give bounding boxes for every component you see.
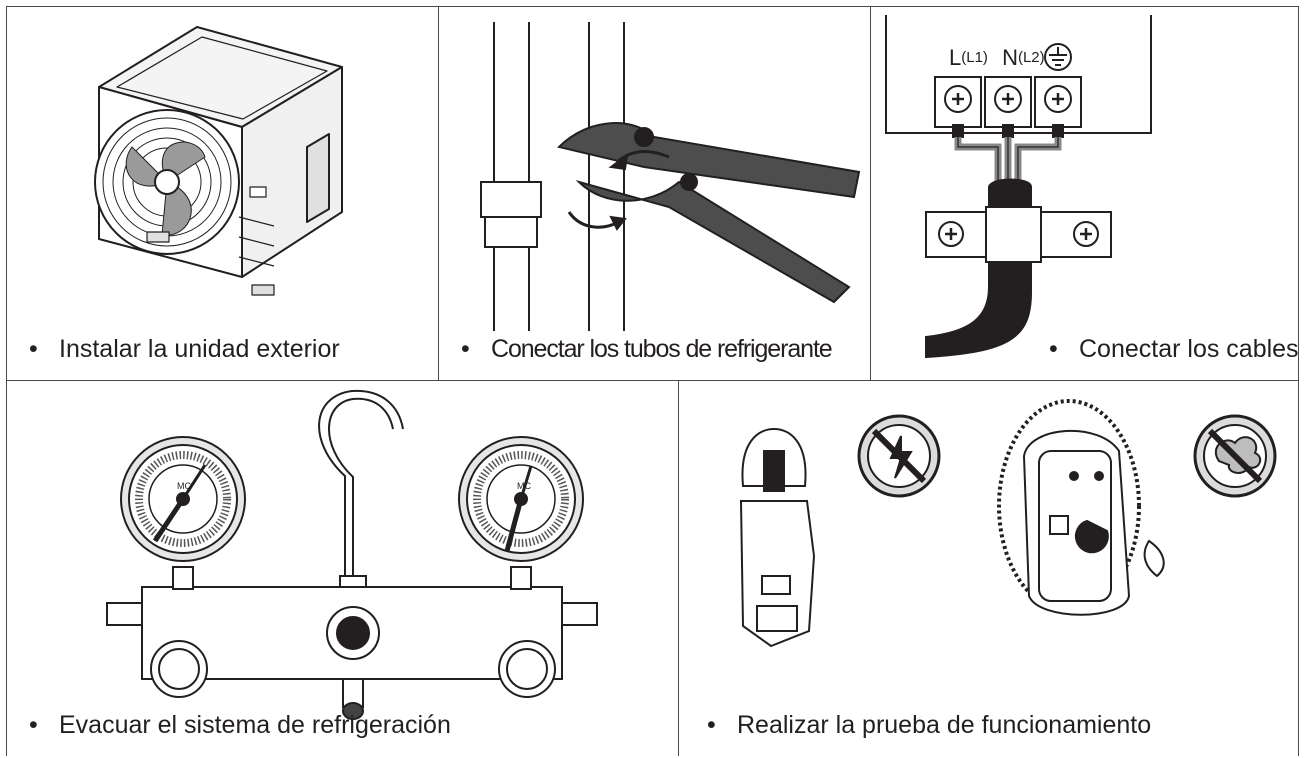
step-label: Conectar los tubos de refrigerante [491,335,833,363]
terminal-l-sub: (L1) [961,49,988,66]
step-label: Instalar la unidad exterior [59,335,340,363]
step-caption: • Evacuar el sistema de refrigeración [29,711,451,740]
step-caption: • Realizar la prueba de funcionamiento [707,711,1151,740]
pipe-wrench-illustration [480,22,861,331]
gauge-left-label: MC [177,481,191,491]
step-caption: • Conectar los cables [1049,335,1299,364]
step-install-outdoor-unit: • Instalar la unidad exterior [6,6,438,380]
bullet: • [29,335,38,363]
step-evacuate-system: MC MC • Evacuar el sistema de refrigeraci… [6,380,678,756]
step-caption: • Instalar la unidad exterior [29,335,340,364]
step-connect-refrigerant-pipes: • Conectar los tubos de refrigerante [438,6,870,380]
step-label: Realizar la prueba de funcionamiento [737,711,1152,739]
bullet: • [1049,335,1058,363]
step-run-test: • Realizar la prueba de funcionamiento [678,380,1299,756]
test-instruments-illustration [739,399,1277,648]
step-connect-cables: L(L1) N(L2) • Conectar los cables [870,6,1299,380]
bullet: • [707,711,716,739]
manifold-gauge-illustration: MC MC [106,389,598,720]
step-label: Conectar los cables [1079,335,1299,363]
bullet: • [29,711,38,739]
terminal-l-label: L [949,45,962,70]
installation-steps-grid: • Instalar la unidad exterior [6,6,1299,756]
terminal-n-label: N [1002,45,1018,70]
bullet: • [461,335,470,363]
gauge-right-label: MC [517,481,531,491]
step-label: Evacuar el sistema de refrigeración [59,711,451,739]
outdoor-unit-illustration [94,26,343,296]
step-caption: • Conectar los tubos de refrigerante [461,335,833,364]
terminal-n-sub: (L2) [1017,49,1045,66]
terminal-block-illustration [885,15,1152,359]
terminal-labels: L(L1) N(L2) [949,45,1045,71]
